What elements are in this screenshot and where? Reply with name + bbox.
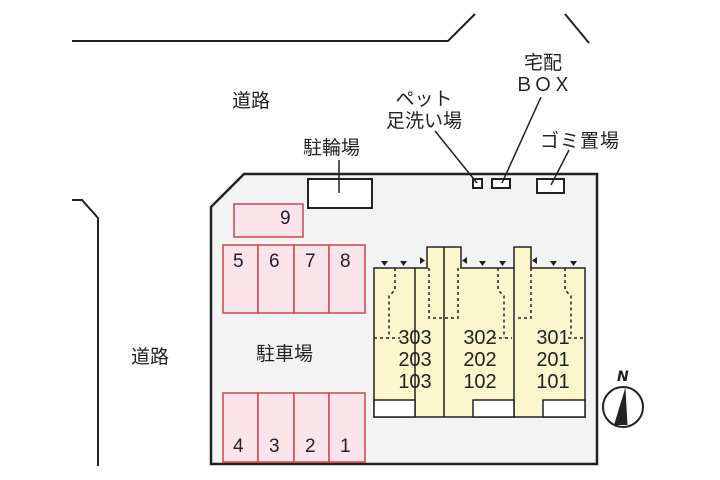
garbage-area bbox=[536, 178, 565, 194]
parking-number: 2 bbox=[305, 436, 316, 457]
parking-number: 5 bbox=[233, 251, 244, 272]
parking-number: 7 bbox=[305, 251, 316, 272]
bicycle-parking-label: 駐輪場 bbox=[303, 137, 361, 159]
apartment-building bbox=[373, 246, 586, 418]
pet-footwash-box bbox=[472, 178, 483, 189]
delivery-box-label: 宅配 ＢＯＸ bbox=[514, 52, 572, 96]
north-compass-icon bbox=[602, 386, 644, 428]
parking-number: 3 bbox=[269, 436, 280, 457]
road-label-top: 道路 bbox=[232, 90, 271, 112]
road-label-left: 道路 bbox=[131, 346, 170, 368]
entrance-markers bbox=[381, 257, 577, 266]
road-edge-top-right bbox=[564, 13, 590, 44]
parking-number: 8 bbox=[340, 251, 351, 272]
north-label: N bbox=[617, 369, 629, 385]
pet-footwash-label: ペット 足洗い場 bbox=[385, 88, 462, 132]
parking-space-9 bbox=[233, 203, 304, 238]
delivery-box bbox=[491, 178, 511, 189]
garbage-label: ゴミ置場 bbox=[540, 130, 621, 152]
parking-number: 4 bbox=[233, 436, 244, 457]
unit-stack-03: 303 203 103 bbox=[398, 327, 432, 393]
parking-label: 駐車場 bbox=[256, 343, 314, 365]
bicycle-parking-area bbox=[307, 178, 373, 209]
parking-number-9: 9 bbox=[280, 208, 291, 229]
unit-stack-01: 301 201 101 bbox=[536, 327, 570, 393]
road-edge-left bbox=[72, 199, 99, 466]
road-edge-top bbox=[72, 13, 476, 42]
unit-stack-02: 302 202 102 bbox=[463, 327, 497, 393]
parking-number: 6 bbox=[269, 251, 280, 272]
parking-number: 1 bbox=[340, 436, 351, 457]
